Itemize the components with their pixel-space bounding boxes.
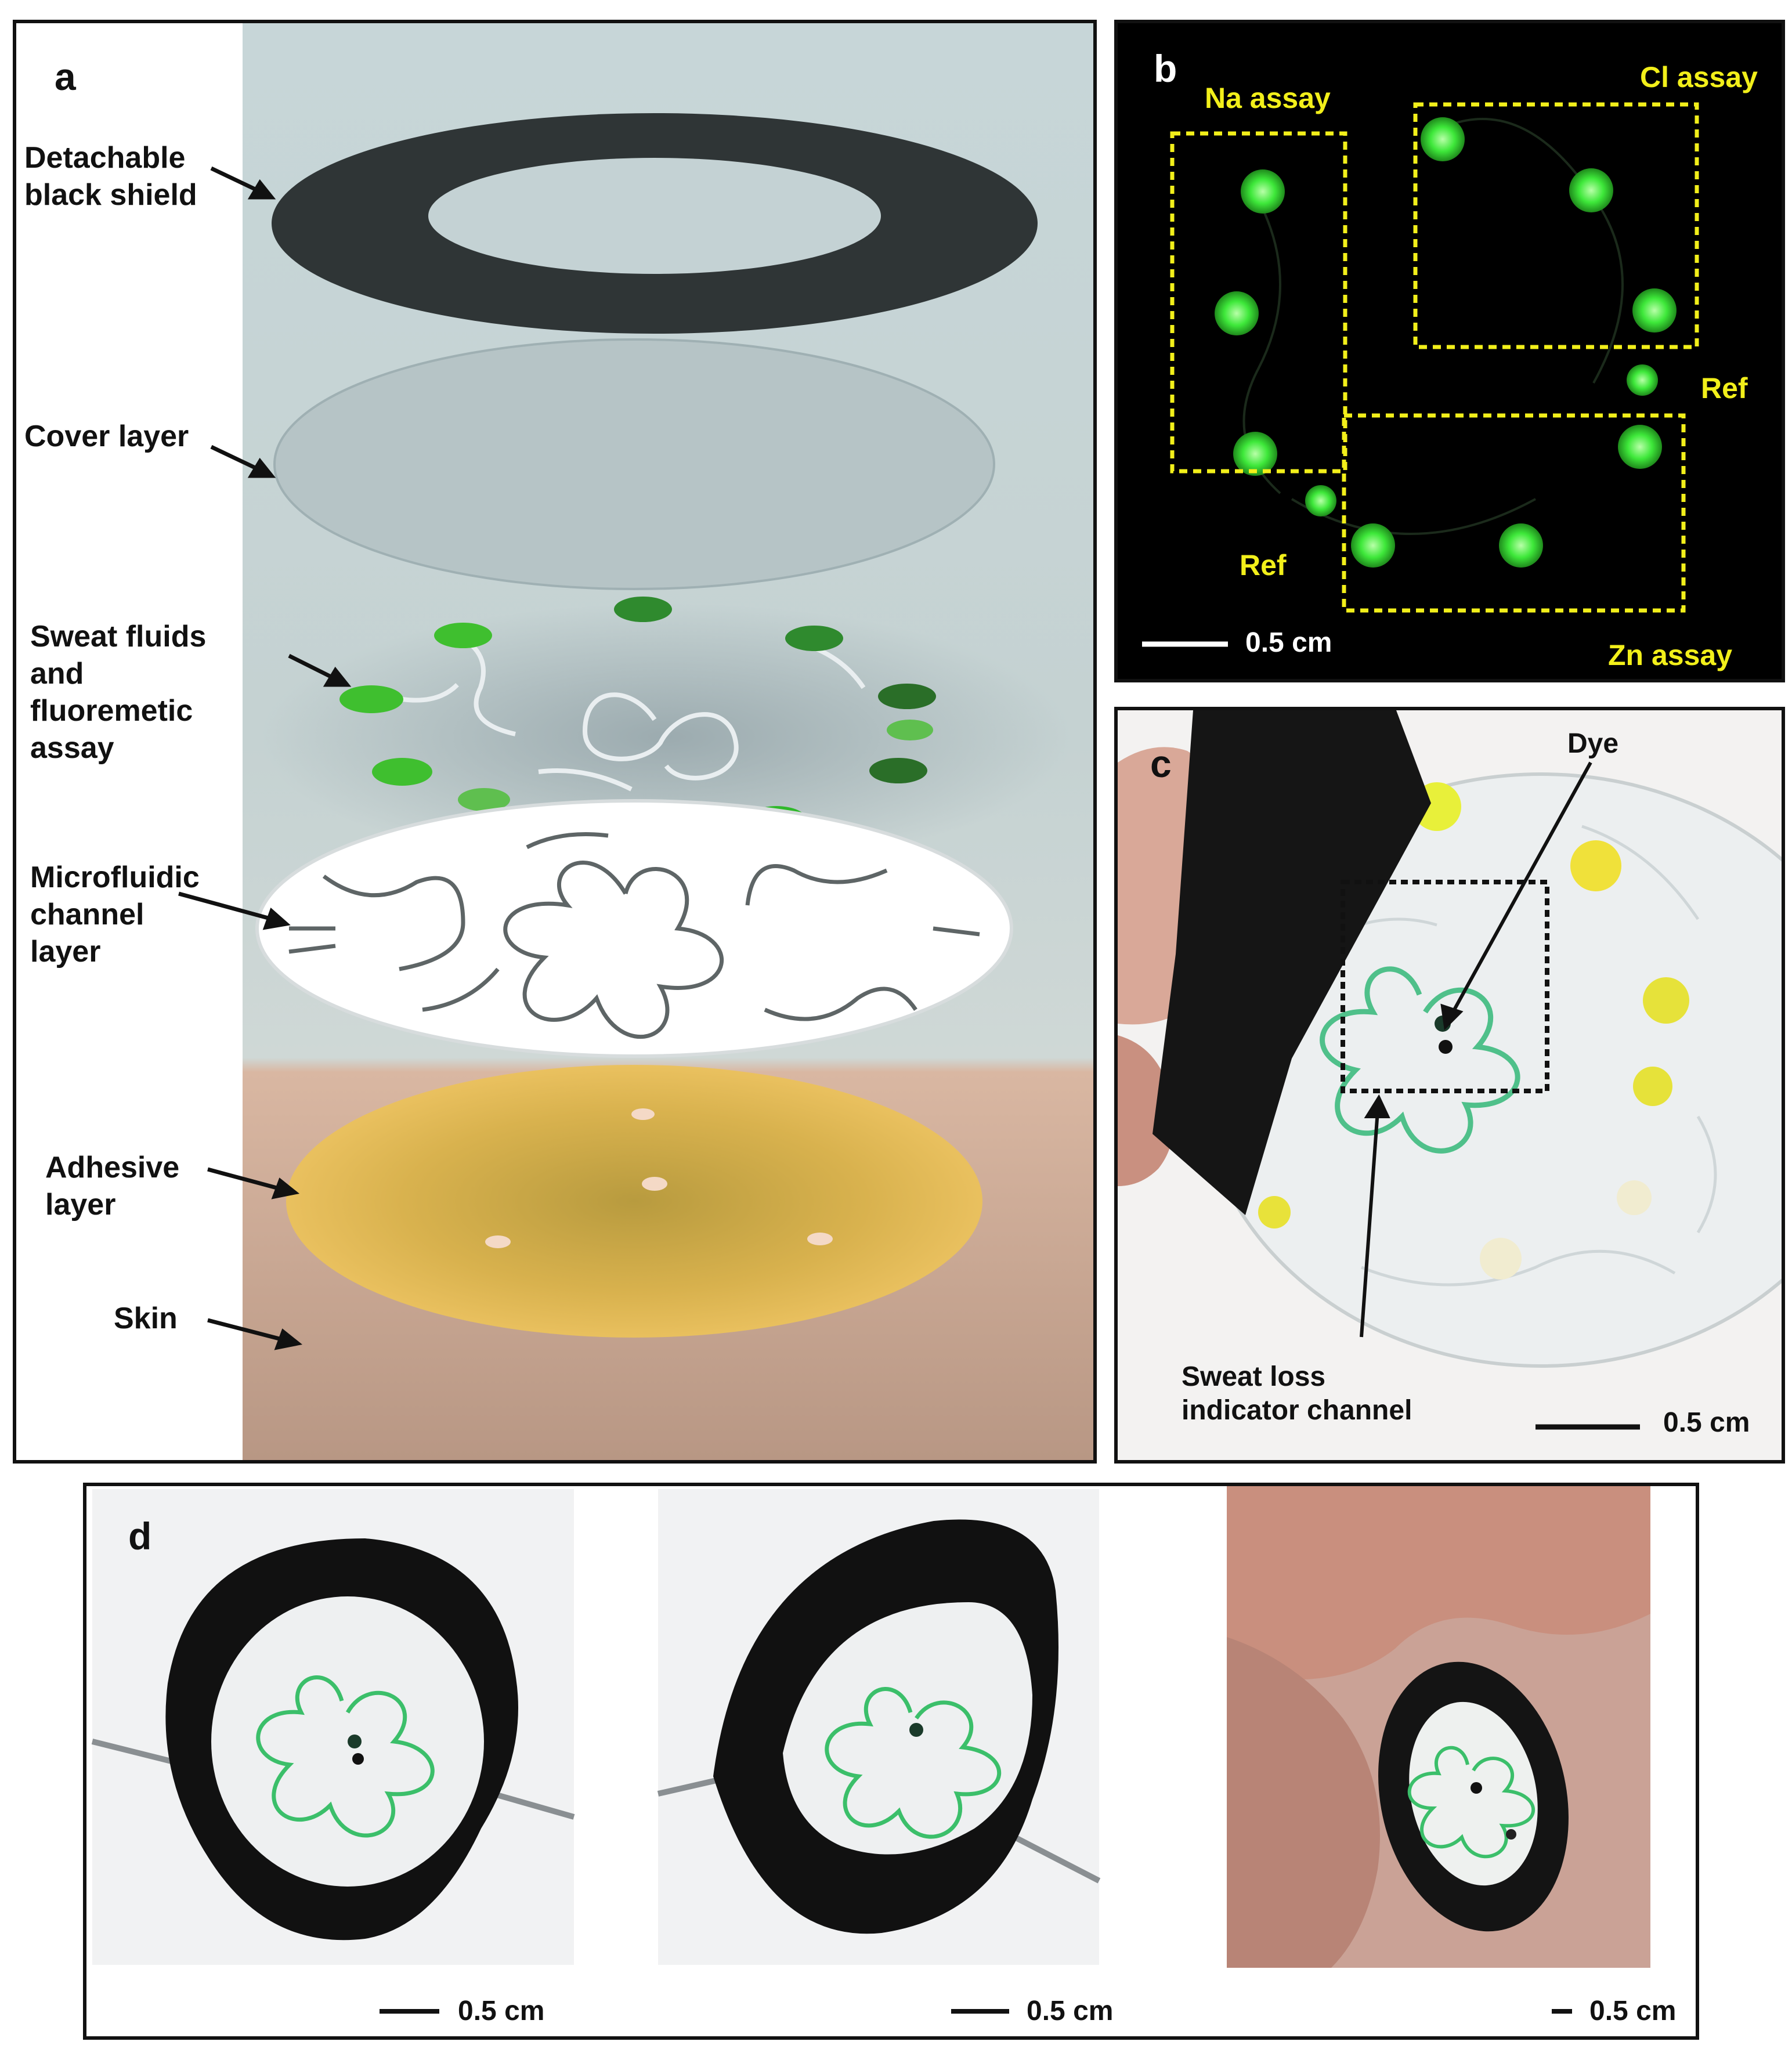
cl-assay-spot	[1632, 288, 1677, 333]
zn-assay-label: Zn assay	[1608, 639, 1733, 671]
cl-assay-spot	[1421, 117, 1465, 161]
outlet-dot	[1439, 1040, 1453, 1054]
adhesive-layer-disc	[286, 1065, 982, 1338]
scale-label: 0.5 cm	[1027, 1996, 1114, 2026]
microfluidic-layer-disc	[255, 799, 1013, 1058]
yellow-assay-spot	[1480, 1238, 1522, 1280]
ref-spot	[1627, 364, 1658, 396]
label-cover-layer: Cover layer	[24, 420, 189, 453]
green-channel	[825, 1687, 1002, 1839]
scale-label: 0.5 cm	[1589, 1996, 1677, 2026]
cl-assay-spot	[1569, 168, 1613, 212]
assay-disc	[614, 597, 672, 622]
yellow-assay-spot	[1258, 1196, 1291, 1228]
cover-layer-disc	[273, 338, 995, 590]
na-assay-spot	[1215, 291, 1259, 335]
label-adhesive: Adhesive layer	[45, 1151, 180, 1222]
assay-disc	[785, 626, 843, 651]
na-assay-spot	[1241, 169, 1285, 214]
yellow-assay-spot	[1570, 840, 1621, 891]
assay-disc	[869, 758, 927, 783]
label-sweat-fluids: Sweat fluids and fluoremetic assay	[30, 620, 207, 765]
scale-label: 0.5 cm	[1663, 1407, 1750, 1438]
yellow-assay-spot	[1633, 1067, 1672, 1106]
ref-label: Ref	[1701, 372, 1748, 404]
scale-label: 0.5 cm	[1245, 627, 1332, 658]
panel-d-letter: d	[128, 1515, 152, 1558]
ref-label: Ref	[1240, 549, 1287, 581]
microfluidic-channels	[288, 832, 980, 1039]
zn-assay-box	[1342, 413, 1686, 613]
assay-disc	[372, 758, 432, 786]
photo-hand-twist	[1227, 1486, 1650, 2014]
panel-c: c Dye Sweat loss indicator channel 0.5 c…	[1114, 707, 1785, 1464]
faint-channels	[1242, 118, 1624, 535]
channel-label: Sweat loss indicator channel	[1182, 1361, 1412, 1426]
black-tool	[1152, 710, 1431, 1215]
panel-d: d 0.5 cm 0.5 cm 0.5 cm	[83, 1483, 1699, 2040]
label-shield: Detachable black shield	[24, 141, 197, 212]
zn-assay-spot	[1618, 425, 1662, 469]
na-assay-spot	[1233, 432, 1277, 476]
assay-disc	[434, 623, 492, 648]
panel-b-letter: b	[1154, 47, 1177, 90]
assay-disc	[339, 685, 403, 713]
panel-a-illustration	[178, 23, 1093, 1460]
inlet-hole	[485, 1235, 511, 1248]
yellow-assay-spot	[1643, 977, 1689, 1024]
sweat-loss-channel	[1320, 966, 1520, 1154]
inlet-hole	[642, 1177, 667, 1191]
photo-flexed-2	[657, 1489, 1101, 2014]
panel-b: b Na assay Cl assay Ref Ref Zn assay 0.5…	[1114, 20, 1785, 682]
panel-b-fluorescence	[1142, 102, 1699, 647]
zn-assay-spot	[1351, 523, 1395, 568]
panel-a-letter: a	[55, 55, 76, 98]
panel-d-photos	[91, 1486, 1650, 2014]
panel-a: a Detachable black shield Cover layer Sw…	[13, 20, 1097, 1464]
inlet-hole	[807, 1233, 833, 1245]
panel-c-arrows	[1360, 761, 1592, 1338]
dye-label: Dye	[1567, 728, 1619, 759]
assay-disc	[878, 684, 936, 709]
cl-assay-box	[1413, 102, 1699, 349]
label-microfluidic: Microfluidic channel layer	[30, 861, 200, 969]
na-assay-box	[1170, 131, 1347, 474]
yellow-assay-spot	[1617, 1180, 1652, 1215]
fluorometric-assay-discs	[339, 597, 936, 835]
panel-c-letter: c	[1150, 742, 1172, 785]
highlight-box	[1341, 880, 1549, 1093]
scale-label: 0.5 cm	[458, 1996, 545, 2026]
photo-flexed-1	[91, 1489, 575, 2014]
panel-a-arrows	[178, 166, 352, 1350]
na-assay-label: Na assay	[1205, 82, 1331, 114]
assay-disc	[458, 788, 510, 811]
panel-c-photo	[1118, 710, 1782, 1460]
green-channel	[256, 1675, 435, 1838]
green-channel	[1407, 1746, 1536, 1859]
label-skin: Skin	[114, 1302, 178, 1335]
ref-spot	[1305, 485, 1336, 516]
cl-assay-label: Cl assay	[1640, 61, 1758, 93]
inlet-hole	[631, 1108, 655, 1120]
assay-disc	[887, 720, 933, 740]
zn-assay-spot	[1499, 523, 1543, 568]
